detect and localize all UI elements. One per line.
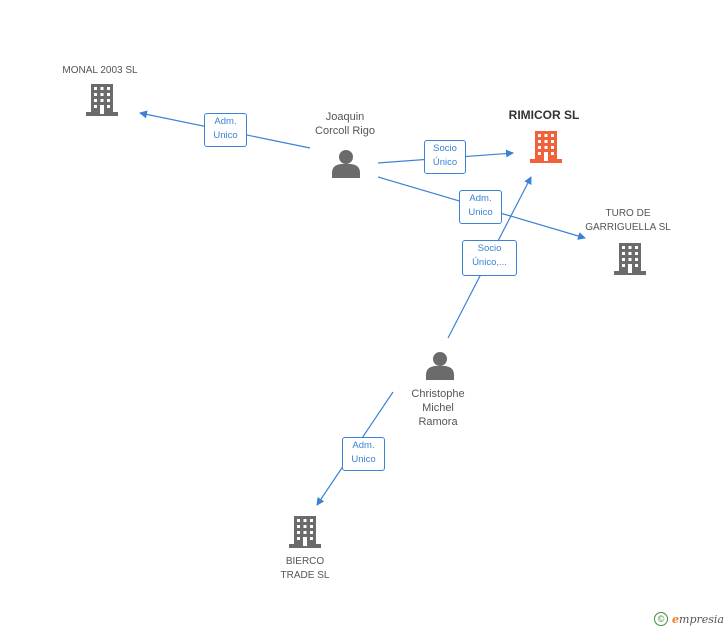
edge-label-joaquin-monal: Adm. Unico [204, 113, 247, 147]
edge-label-christophe-bierco: Adm. Unico [342, 437, 385, 471]
node-label-monal[interactable]: MONAL 2003 SL [62, 65, 138, 76]
node-label-christophe[interactable]: Christophe Michel Ramora [411, 388, 465, 428]
node-label-turo[interactable]: TURO DE GARRIGUELLA SL [585, 208, 671, 233]
building-icon[interactable] [530, 131, 562, 163]
node-label-joaquin[interactable]: Joaquin Corcoll Rigo [315, 111, 375, 137]
edge-label-joaquin-turo: Adm. Unico [459, 190, 502, 224]
node-label-rimicor[interactable]: RIMICOR SL [508, 108, 580, 122]
building-icon[interactable] [289, 516, 321, 548]
person-icon[interactable] [332, 150, 360, 178]
building-icon[interactable] [86, 84, 118, 116]
edge-label-christophe-rimicor: Socio Único,... [462, 240, 517, 276]
person-icon[interactable] [426, 352, 454, 380]
brand-footer: © empresia [654, 612, 724, 626]
brand-logo: empresia [672, 612, 724, 626]
copyright-icon: © [654, 612, 669, 626]
building-icon[interactable] [614, 243, 646, 275]
node-label-bierco[interactable]: BIERCO TRADE SL [280, 556, 330, 581]
edge-label-joaquin-rimicor: Socio Único [424, 140, 466, 174]
